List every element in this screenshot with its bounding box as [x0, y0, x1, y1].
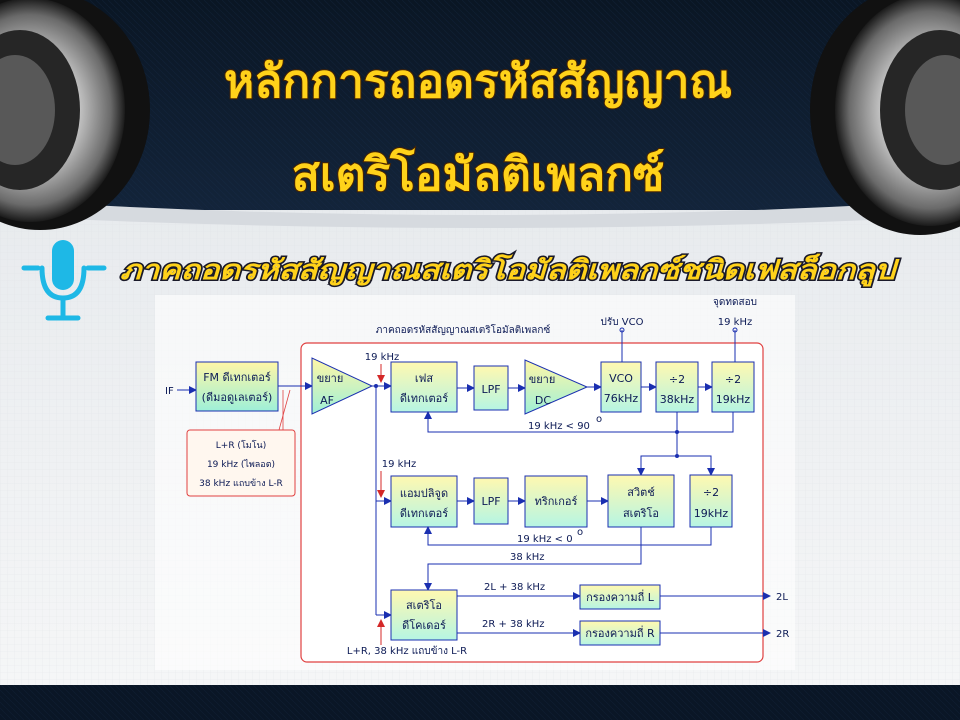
l-mix-label: 2L + 38 kHz: [484, 582, 545, 593]
fm-detector-label-2: (ดีมอดูเลเตอร์): [202, 391, 273, 404]
test-point-label-2: 19 kHz: [718, 317, 752, 328]
filter-l-block: [579, 584, 661, 610]
filter-r-label: กรองความถี่ R: [585, 625, 655, 640]
stereo-decoder-block: [390, 589, 458, 641]
dc-amplifier-block: [524, 359, 589, 415]
switch-label-1: สวิตช์: [627, 486, 655, 499]
switch-label-2: สเตริโอ: [623, 506, 659, 520]
left-speaker-decoration: [0, 0, 150, 230]
decoder-label-1: สเตริโอ: [406, 598, 442, 612]
trigger-label: ทริกเกอร์: [535, 495, 578, 508]
vco-adjust-label: ปรับ VCO: [601, 317, 644, 328]
test-point-label-1: จุดทดสอบ: [713, 297, 757, 308]
lpf-label-2: LPF: [481, 495, 500, 508]
pilot-label-1: 19 kHz: [365, 352, 399, 363]
divider-19k-b-label: 19kHz: [694, 507, 729, 520]
stereo-switch-block: [607, 474, 675, 528]
amp-det-label-1: แอมปลิจูด: [400, 487, 448, 500]
block-diagram: ภาคถอดรหัสสัญญาณสเตริโอมัลติเพลกซ์ ปรับ …: [155, 295, 795, 670]
vco-label-2: 76kHz: [604, 392, 639, 405]
r-mix-label: 2R + 38 kHz: [482, 619, 545, 630]
divider-block-19k-b: [689, 474, 733, 528]
composite-signal-note: [186, 429, 296, 497]
bottom-input-label: L+R, 38 kHz แถบข้าง L-R: [347, 645, 467, 657]
vco-label-1: VCO: [609, 372, 633, 385]
slide-title-line2: สเตริโอมัลติเพลกซ์: [292, 147, 664, 201]
note-pointer-2: [278, 389, 291, 431]
decoder-label-2: ดีโคเดอร์: [402, 618, 446, 632]
divider-38k-symbol: ÷2: [669, 373, 685, 386]
slide-title-line1: หลักการถอดรหัสสัญญาณ: [224, 54, 732, 108]
carrier-38k-label: 38 kHz: [510, 552, 544, 563]
phase-det-label-1: เฟส: [415, 372, 434, 385]
microphone-icon: [21, 240, 107, 321]
amp-det-label-2: ดีเทกเตอร์: [400, 507, 448, 520]
header-texture: [0, 0, 960, 210]
output-l-label: 2L: [776, 592, 788, 603]
note-line-2: 19 kHz (ไพลอต): [207, 459, 275, 470]
divider-19k-b-symbol: ÷2: [703, 486, 719, 499]
lpf-label-1: LPF: [481, 383, 500, 396]
phase-detector-block: [390, 361, 458, 413]
fm-detector-block: [195, 361, 279, 412]
amplitude-detector-block: [390, 475, 458, 528]
divider-19k-symbol: ÷2: [725, 373, 741, 386]
section-label: ภาคถอดรหัสสัญญาณสเตริโอมัลติเพลกซ์: [376, 323, 551, 336]
af-amp-label-2: AF: [320, 394, 334, 407]
note-line-1: L+R (โมโน): [216, 440, 266, 451]
phase-degree-mark: o: [596, 414, 602, 425]
pilot-label-2: 19 kHz: [382, 459, 416, 470]
phase-feedback-label: 19 kHz < 90: [528, 421, 590, 432]
fm-detector-label-1: FM ดีเทกเตอร์: [203, 371, 271, 384]
divider-38k-label: 38kHz: [660, 393, 695, 406]
af-amplifier-block: [311, 357, 374, 415]
body-top-edge: [0, 200, 960, 228]
divider-block-19k: [711, 361, 755, 413]
divider-19k-label: 19kHz: [716, 393, 751, 406]
amp-degree-mark: o: [577, 527, 583, 538]
af-amp-label-1: ขยาย: [317, 372, 344, 385]
lpf-block-2: [473, 477, 509, 525]
note-line-3: 38 kHz แถบข้าง L-R: [199, 478, 283, 489]
lpf-block-1: [473, 365, 509, 411]
filter-r-block: [579, 620, 661, 646]
output-r-label: 2R: [776, 629, 789, 640]
slide-subtitle: ภาคถอดรหัสสัญญาณสเตริโอมัลติเพลกซ์ชนิดเฟ…: [120, 253, 901, 287]
dc-amp-label-2: DC: [535, 394, 551, 407]
footer-texture: [0, 685, 960, 720]
filter-l-label: กรองความถี่ L: [586, 589, 655, 604]
vco-block: [600, 361, 642, 413]
if-input-label: IF: [165, 386, 174, 397]
right-speaker-decoration: [810, 0, 960, 235]
amp-feedback-label: 19 kHz < 0: [517, 534, 573, 545]
phase-det-label-2: ดีเทกเตอร์: [400, 392, 448, 405]
dc-amp-label-1: ขยาย: [529, 373, 556, 386]
